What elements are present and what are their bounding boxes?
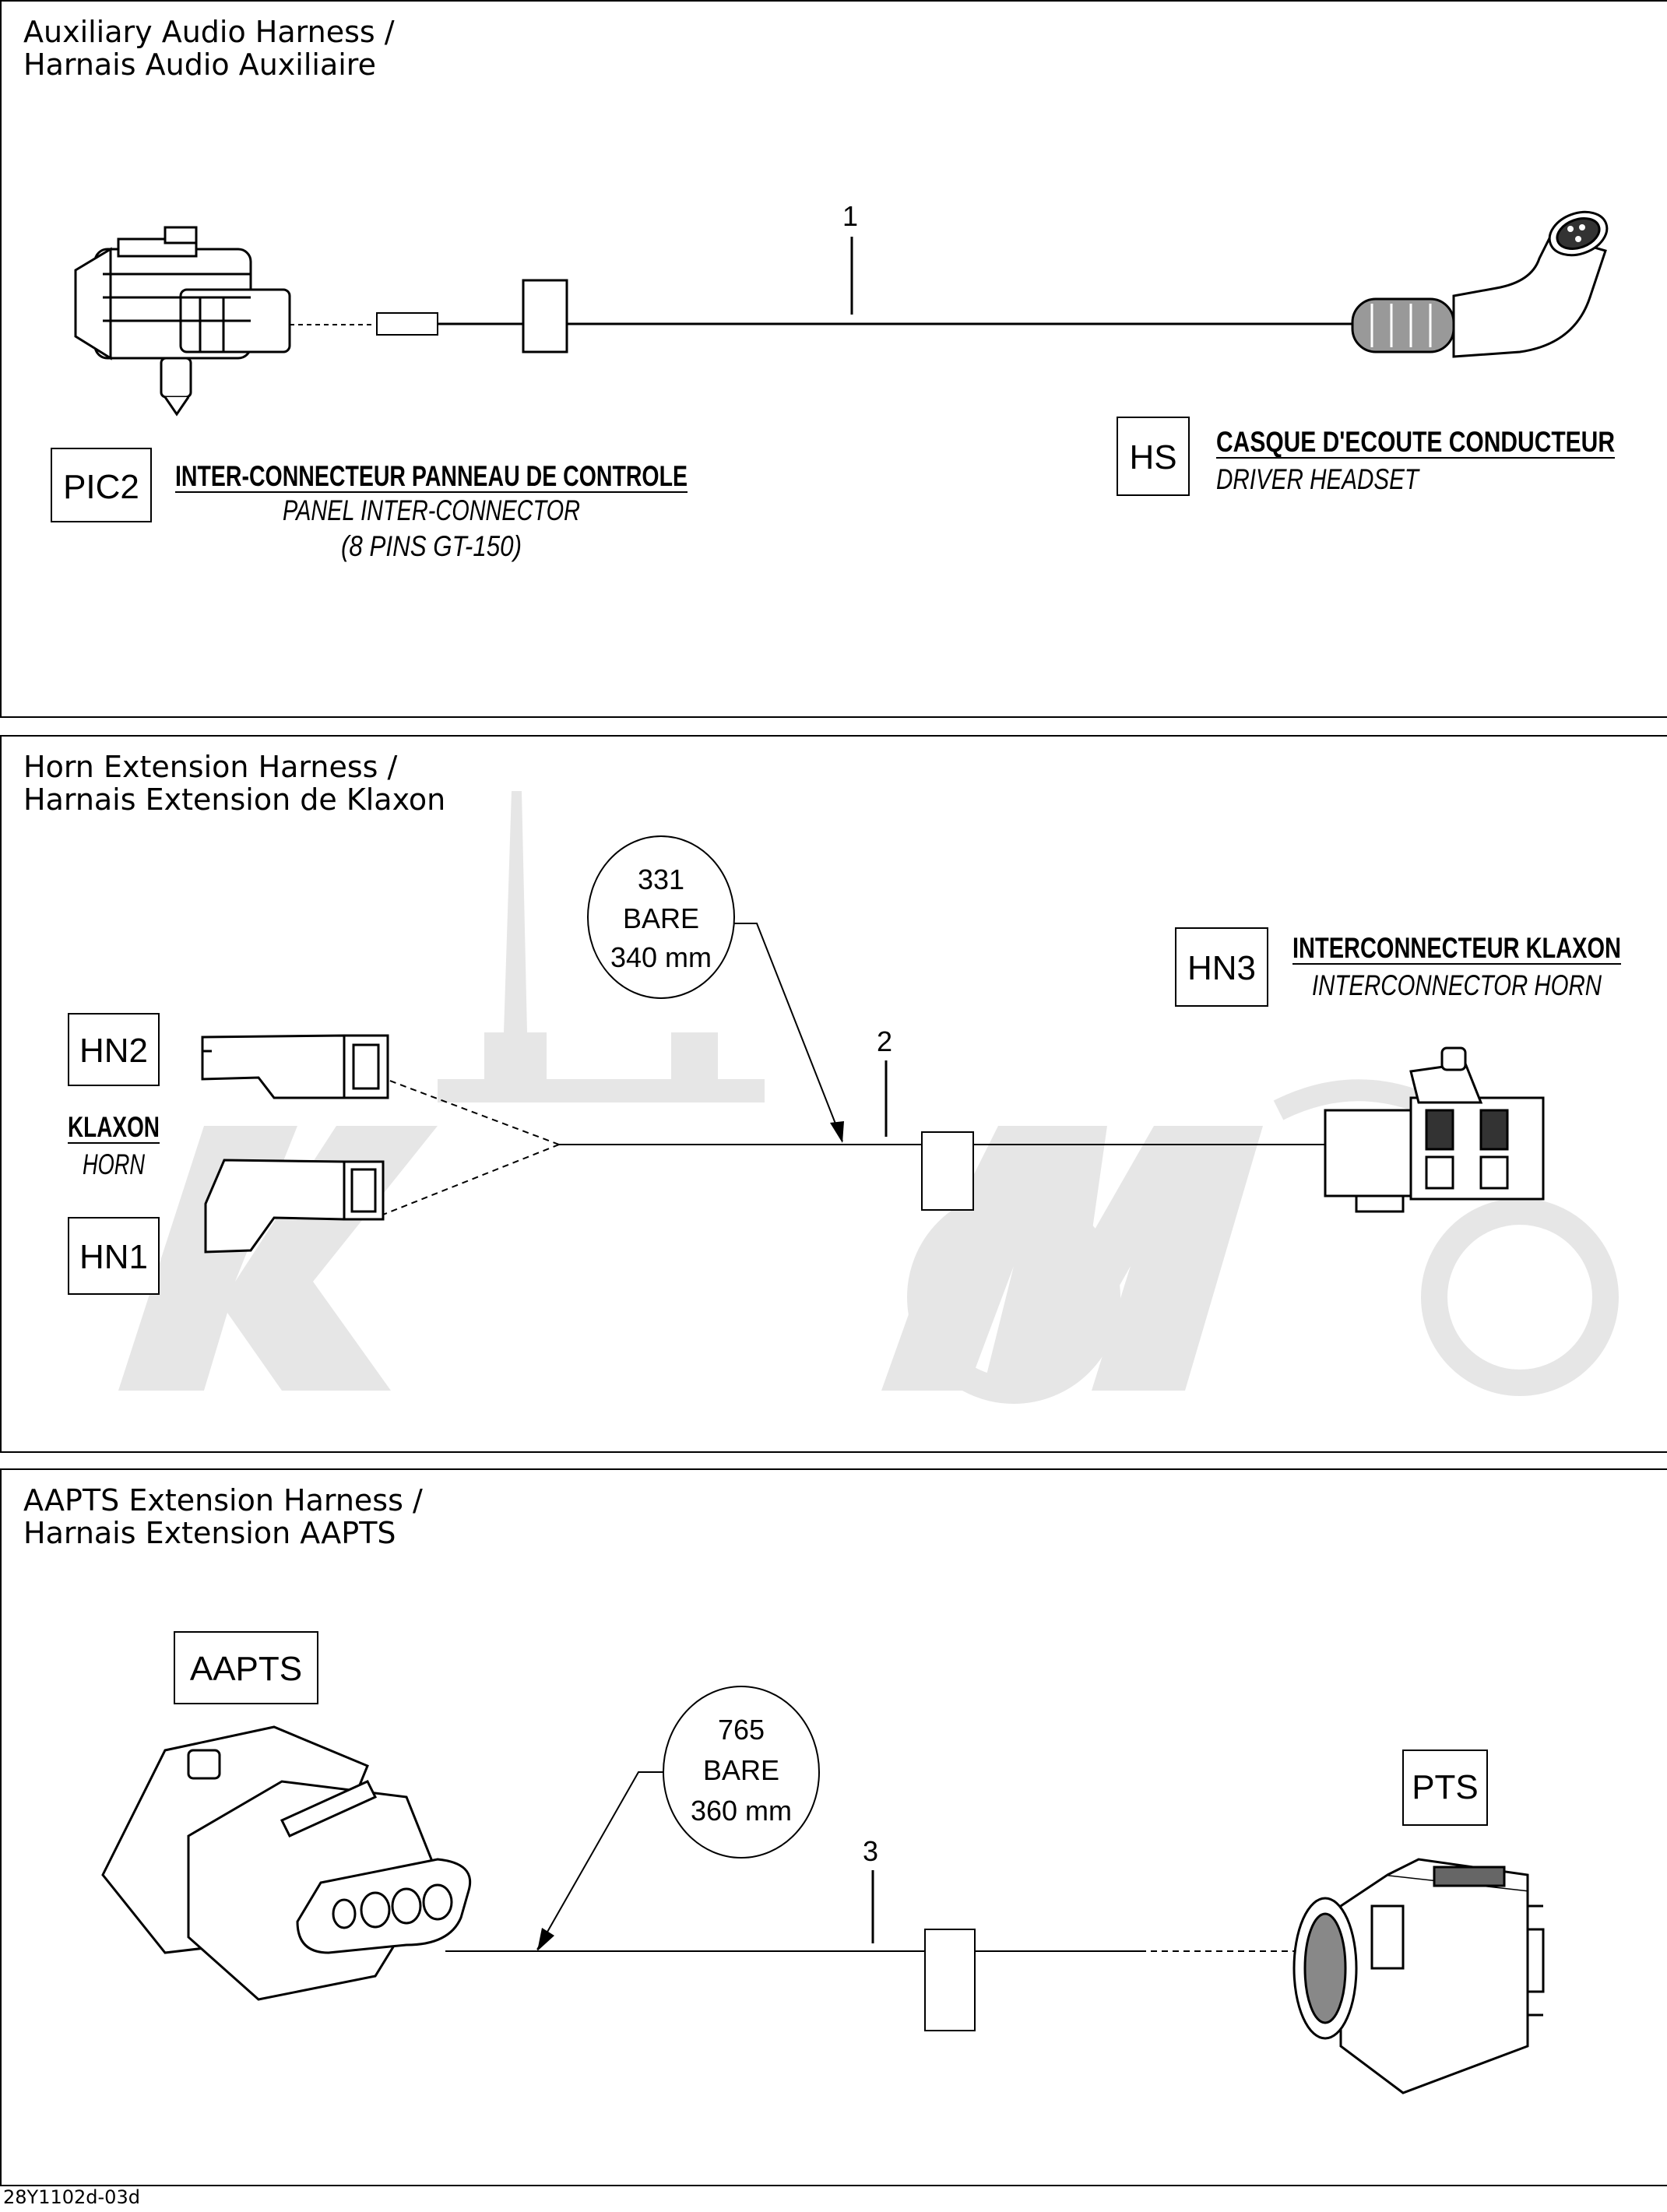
pts-connector — [1292, 1858, 1545, 2094]
tag-pts: PTS — [1412, 1768, 1479, 1806]
panel-horn-extension-harness: Horn Extension Harness / Harnais Extensi… — [0, 735, 1667, 1453]
wire-type: BARE — [703, 1754, 779, 1786]
tag-pic2: PIC2 — [63, 468, 139, 506]
panel-title: Horn Extension Harness / Harnais Extensi… — [23, 751, 445, 816]
wire-sleeve — [522, 279, 568, 353]
tag-pic2-box — [51, 448, 152, 522]
dashed-wire-upper — [381, 1077, 560, 1145]
tag-hn3-box — [1175, 927, 1268, 1007]
interconnector-horn-connector — [1324, 1046, 1545, 1213]
tag-hn2-box — [68, 1013, 160, 1086]
wire-type: BARE — [623, 902, 699, 934]
panel-title-line-1: AAPTS Extension Harness / — [23, 1483, 423, 1517]
horn-terminal-hn1 — [204, 1159, 385, 1254]
wire-sleeve — [921, 1131, 974, 1211]
tag-hs: HS — [1129, 438, 1176, 477]
left-label-line-3: (8 PINS GT-150) — [341, 530, 522, 562]
panel-inter-connector-connector — [74, 226, 291, 417]
wire-terminal — [376, 312, 438, 336]
aapts-connector — [101, 1725, 471, 2001]
tag-hn1: HN1 — [79, 1238, 148, 1276]
right-label-line-2: INTERCONNECTOR HORN — [1312, 969, 1602, 1001]
horn-terminal-hn2 — [201, 1034, 389, 1099]
tag-hs-box — [1117, 417, 1190, 496]
panel-title-line-1: Horn Extension Harness / — [23, 750, 398, 784]
wire-length: 360 mm — [691, 1795, 792, 1827]
left-label-line-2: PANEL INTER-CONNECTOR — [283, 494, 580, 526]
wire-code: 331 — [638, 863, 684, 895]
panel-aapts-extension-harness: AAPTS Extension Harness / Harnais Extens… — [0, 1468, 1667, 2186]
item-number: 3 — [863, 1835, 878, 1867]
dashed-wire-lower — [382, 1144, 560, 1215]
right-label-line-1: INTERCONNECTEUR KLAXON — [1292, 932, 1621, 964]
tag-aapts-box — [174, 1631, 318, 1704]
callout-leader — [733, 923, 843, 1142]
panel-title-line-2: Harnais Audio Auxiliaire — [23, 47, 376, 82]
tag-hn1-box — [68, 1217, 160, 1295]
tag-pts-box — [1402, 1750, 1488, 1826]
callout-arrowhead — [830, 1121, 844, 1143]
item-number: 1 — [842, 200, 858, 232]
horn-label-line-1: KLAXON — [68, 1111, 160, 1143]
audio-harness-drawing: 1 — [51, 200, 1615, 562]
right-label-line-2: DRIVER HEADSET — [1216, 463, 1420, 495]
horn-label-line-2: HORN — [83, 1148, 145, 1180]
drawing-reference-code: 28Y1102d-03d — [3, 2186, 140, 2208]
panel-title-line-2: Harnais Extension de Klaxon — [23, 782, 446, 817]
right-label-line-1: CASQUE D'ECOUTE CONDUCTEUR — [1216, 426, 1615, 458]
left-label-line-1: INTER-CONNECTEUR PANNEAU DE CONTROLE — [175, 460, 688, 492]
wire-spec-bubble — [587, 835, 735, 999]
panel-title-line-1: Auxiliary Audio Harness / — [23, 15, 395, 49]
panel-title: Auxiliary Audio Harness / Harnais Audio … — [23, 16, 395, 81]
panel-title-line-2: Harnais Extension AAPTS — [23, 1516, 396, 1550]
item-number: 2 — [877, 1025, 892, 1057]
tag-hn2: HN2 — [79, 1032, 148, 1070]
tag-aapts: AAPTS — [190, 1650, 302, 1688]
callout-arrowhead — [537, 1928, 554, 1951]
panel-title: AAPTS Extension Harness / Harnais Extens… — [23, 1484, 423, 1549]
callout-leader — [536, 1771, 663, 1950]
driver-headset-connector — [1351, 210, 1609, 358]
wire-length: 340 mm — [610, 941, 712, 973]
horn-harness-drawing: 331 BARE 340 mm 2 — [68, 791, 1621, 1404]
wire-code: 765 — [718, 1714, 765, 1746]
panel-auxiliary-audio-harness: Auxiliary Audio Harness / Harnais Audio … — [0, 0, 1667, 718]
aapts-harness-drawing: AAPTS 765 BARE 360 mm 3 PTS — [101, 1631, 1545, 2094]
tag-hn3: HN3 — [1187, 949, 1256, 987]
wire-sleeve — [924, 1929, 976, 2031]
